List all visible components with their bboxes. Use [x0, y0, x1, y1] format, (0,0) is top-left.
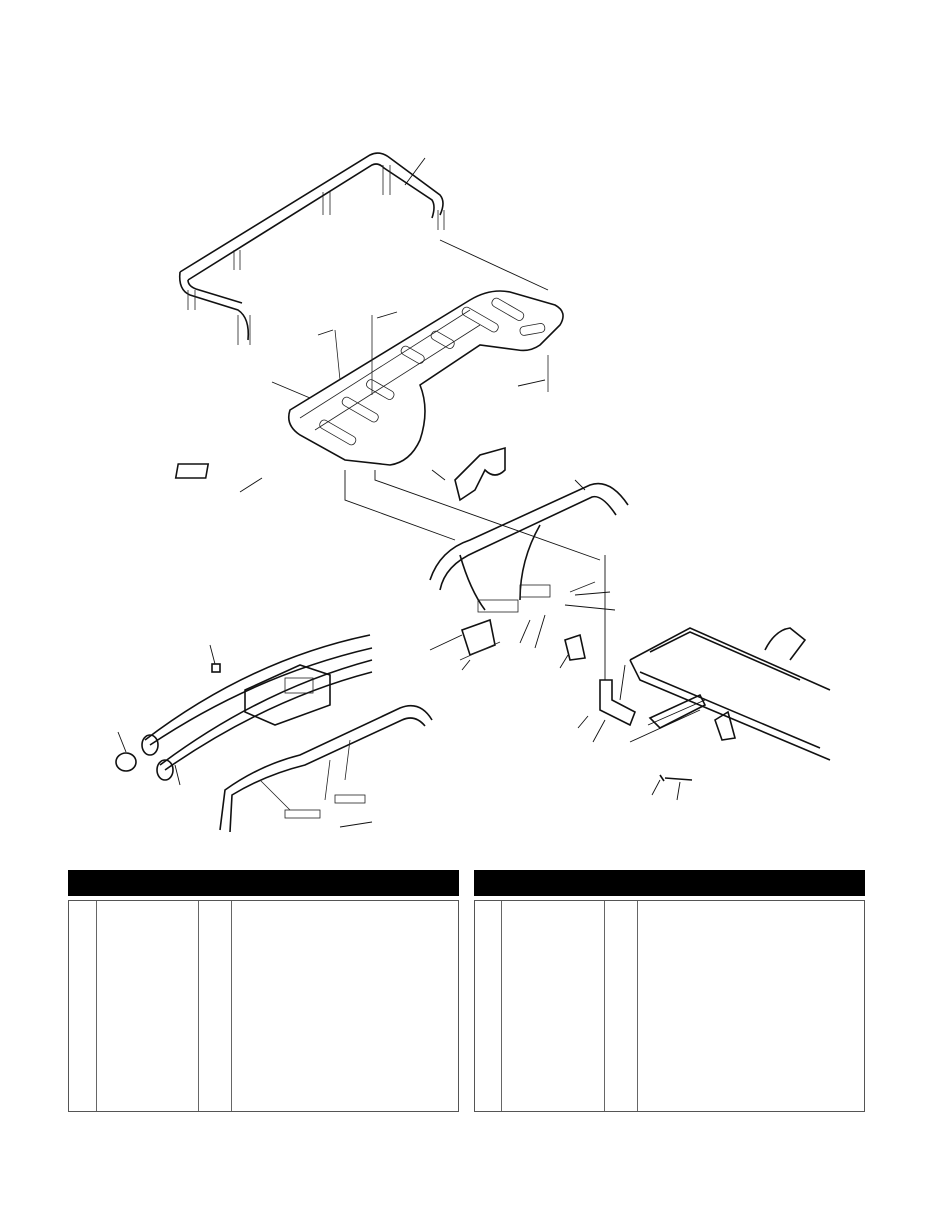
frame [577, 555, 831, 801]
bull-bar-assembly [115, 634, 433, 833]
bumper-assembly [429, 446, 629, 671]
parts-table-header [474, 870, 865, 896]
column-divider [96, 901, 97, 1111]
column-divider [198, 901, 199, 1111]
rack-tube-assembly [178, 152, 445, 345]
parts-table-right [474, 870, 865, 1112]
column-divider [231, 901, 232, 1111]
exploded-parts-diagram [115, 152, 831, 833]
column-divider [604, 901, 605, 1111]
parts-table-body [68, 900, 459, 1112]
parts-table-left [68, 870, 459, 1112]
carrier-plate [271, 239, 564, 466]
parts-table-body [474, 900, 865, 1112]
parts-table-header [68, 870, 459, 896]
reflector [174, 463, 601, 561]
column-divider [501, 901, 502, 1111]
column-divider [637, 901, 638, 1111]
